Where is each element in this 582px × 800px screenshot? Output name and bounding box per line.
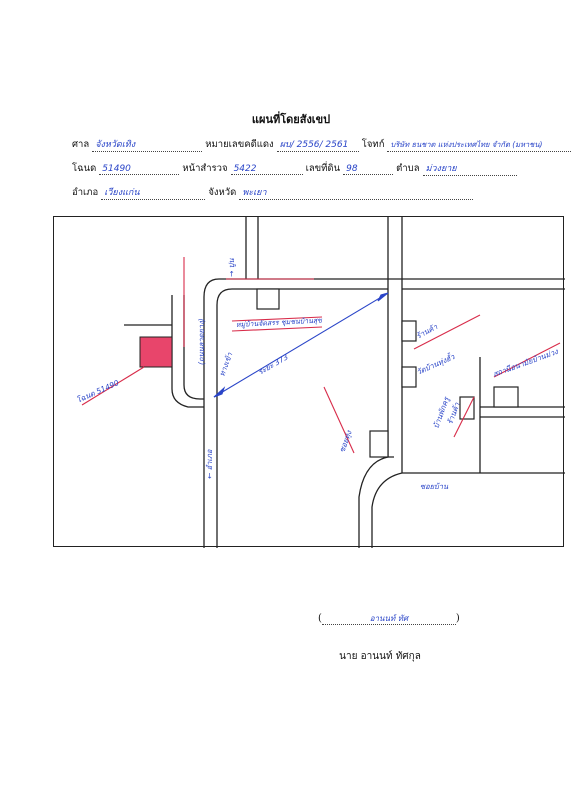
signer-name: นาย อานนท์ ทัศกุล — [339, 651, 421, 662]
road-name-label: ทางเข้า — [217, 351, 234, 378]
school-mark — [231, 316, 323, 322]
survey-page-value: 5422 — [230, 164, 303, 175]
province-label: จังหวัด — [208, 187, 237, 198]
distance-arrow — [213, 292, 389, 398]
temple-mark — [413, 314, 481, 350]
main-road-outer — [203, 278, 220, 397]
signature-dots: อานนท์ ทัศ — [321, 612, 456, 625]
header-row-3: อำเภอ เวียงแก่น จังหวัด พะเยา — [72, 185, 474, 200]
school-mark-2 — [231, 326, 323, 332]
page-title: แผนที่โดยสังเขป — [251, 113, 331, 126]
plot-label: โฉนด 51490 — [75, 378, 120, 405]
roads — [124, 217, 565, 548]
shop-mark — [323, 386, 355, 454]
building-house — [459, 396, 475, 420]
signature-open-paren: ( — [318, 613, 322, 624]
bottom-soi — [388, 456, 565, 474]
distance-line — [213, 292, 389, 398]
to-south-label: ← อำเภอ — [205, 449, 214, 479]
building-village — [401, 320, 417, 342]
land-no-label: เลขที่ดิน — [305, 163, 341, 174]
red-case-value: ผบ/ 2556/ 2561 — [276, 137, 359, 152]
road-vertical-label: (ถนนลาดยาง) — [197, 318, 206, 365]
distance-label: ระยะ 373 — [257, 352, 290, 376]
plaintiff-label: โจทก์ — [361, 139, 385, 150]
distance-arrow-head-a — [213, 386, 226, 398]
plot-marker — [139, 336, 173, 368]
sketch-map: โฉนด 51490 (ถนนลาดยาง) → ปูน ← อำเภอ ทาง… — [53, 216, 565, 548]
building-temple — [401, 366, 417, 388]
province-value: พะเยา — [239, 185, 474, 200]
header-row-1: ศาล จังหวัดเทิง หมายเลขคดีแดง ผบ/ 2556/ … — [72, 137, 572, 152]
plot-pointer — [81, 366, 145, 406]
building-shop — [369, 430, 389, 458]
distance-arrow-head-b — [377, 292, 389, 302]
header-row-2: โฉนด 51490 หน้าสำรวจ 5422 เลขที่ดิน 98 ต… — [72, 161, 517, 176]
signature-line: ( อานนท์ ทัศ) — [318, 612, 464, 625]
subdistrict-value: ม่วงยาย — [422, 161, 517, 176]
signature-close-paren: ) — [455, 613, 460, 624]
buildings — [256, 288, 519, 458]
building-health — [493, 386, 519, 408]
map-drawing: โฉนด 51490 (ถนนลาดยาง) → ปูน ← อำเภอ ทาง… — [75, 217, 565, 548]
subdistrict-label: ตำบล — [396, 163, 420, 174]
land-no-value: 98 — [343, 164, 394, 175]
red-markers — [81, 257, 561, 454]
north-road — [245, 217, 259, 279]
health-mark — [493, 342, 561, 378]
court-label: ศาล — [72, 139, 90, 150]
building-school — [256, 288, 280, 310]
plot-access-road-b — [171, 295, 204, 408]
plaintiff-value: บริษัท ธนชาต แห่งประเทศไทย จำกัด (มหาชน) — [387, 139, 572, 152]
to-north-label: → ปูน — [227, 258, 236, 277]
plot-access-road-a — [183, 295, 204, 400]
soi-bottom-label: ซอยบ้าน — [420, 482, 449, 491]
temple-label: วัดบ้านทุ่งฮั้ว — [415, 351, 457, 377]
inner-soi-h — [480, 406, 565, 418]
signature-scribble: อานนท์ ทัศ — [369, 614, 409, 623]
court-value: จังหวัดเทิง — [92, 137, 203, 152]
east-road — [387, 217, 403, 473]
soi-name-label: ซอยทุ่ง — [337, 428, 354, 454]
main-road-inner — [216, 288, 233, 548]
house-mark — [453, 396, 475, 438]
health-center-label: สถานีอนามัยบ้านม่วง — [492, 347, 561, 379]
title-deed-label: โฉนด — [72, 163, 97, 174]
south-curve-inner — [371, 472, 403, 548]
district-value: เวียงแก่น — [101, 185, 206, 200]
survey-page-label: หน้าสำรวจ — [182, 163, 228, 174]
red-case-label: หมายเลขคดีแดง — [205, 139, 274, 150]
district-label: อำเภอ — [72, 187, 99, 198]
south-curve-outer — [358, 456, 389, 548]
title-deed-value: 51490 — [99, 164, 180, 175]
